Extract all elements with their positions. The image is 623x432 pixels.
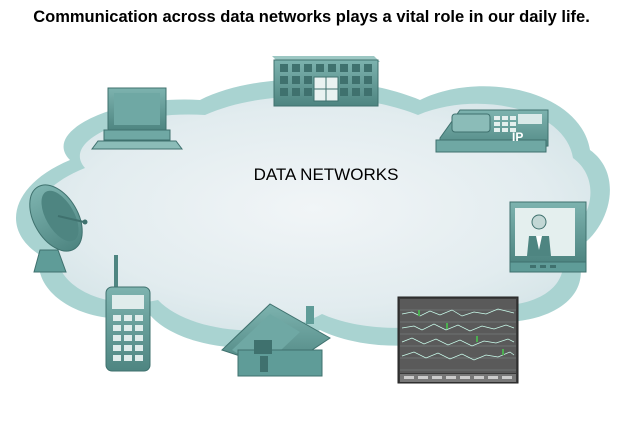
office-building-icon xyxy=(272,56,380,107)
ip-phone-icon: IP xyxy=(435,109,549,153)
house-icon xyxy=(221,303,331,377)
television-icon xyxy=(509,201,587,273)
satellite-dish-icon xyxy=(29,184,88,273)
cloud-label: DATA NETWORKS xyxy=(253,165,399,184)
computer-icon xyxy=(91,87,183,150)
data-monitor-screen xyxy=(397,296,519,384)
headline-caption: Communication across data networks plays… xyxy=(33,8,590,26)
ip-phone-label: IP xyxy=(512,130,523,144)
mobile-phone-icon xyxy=(105,255,151,372)
